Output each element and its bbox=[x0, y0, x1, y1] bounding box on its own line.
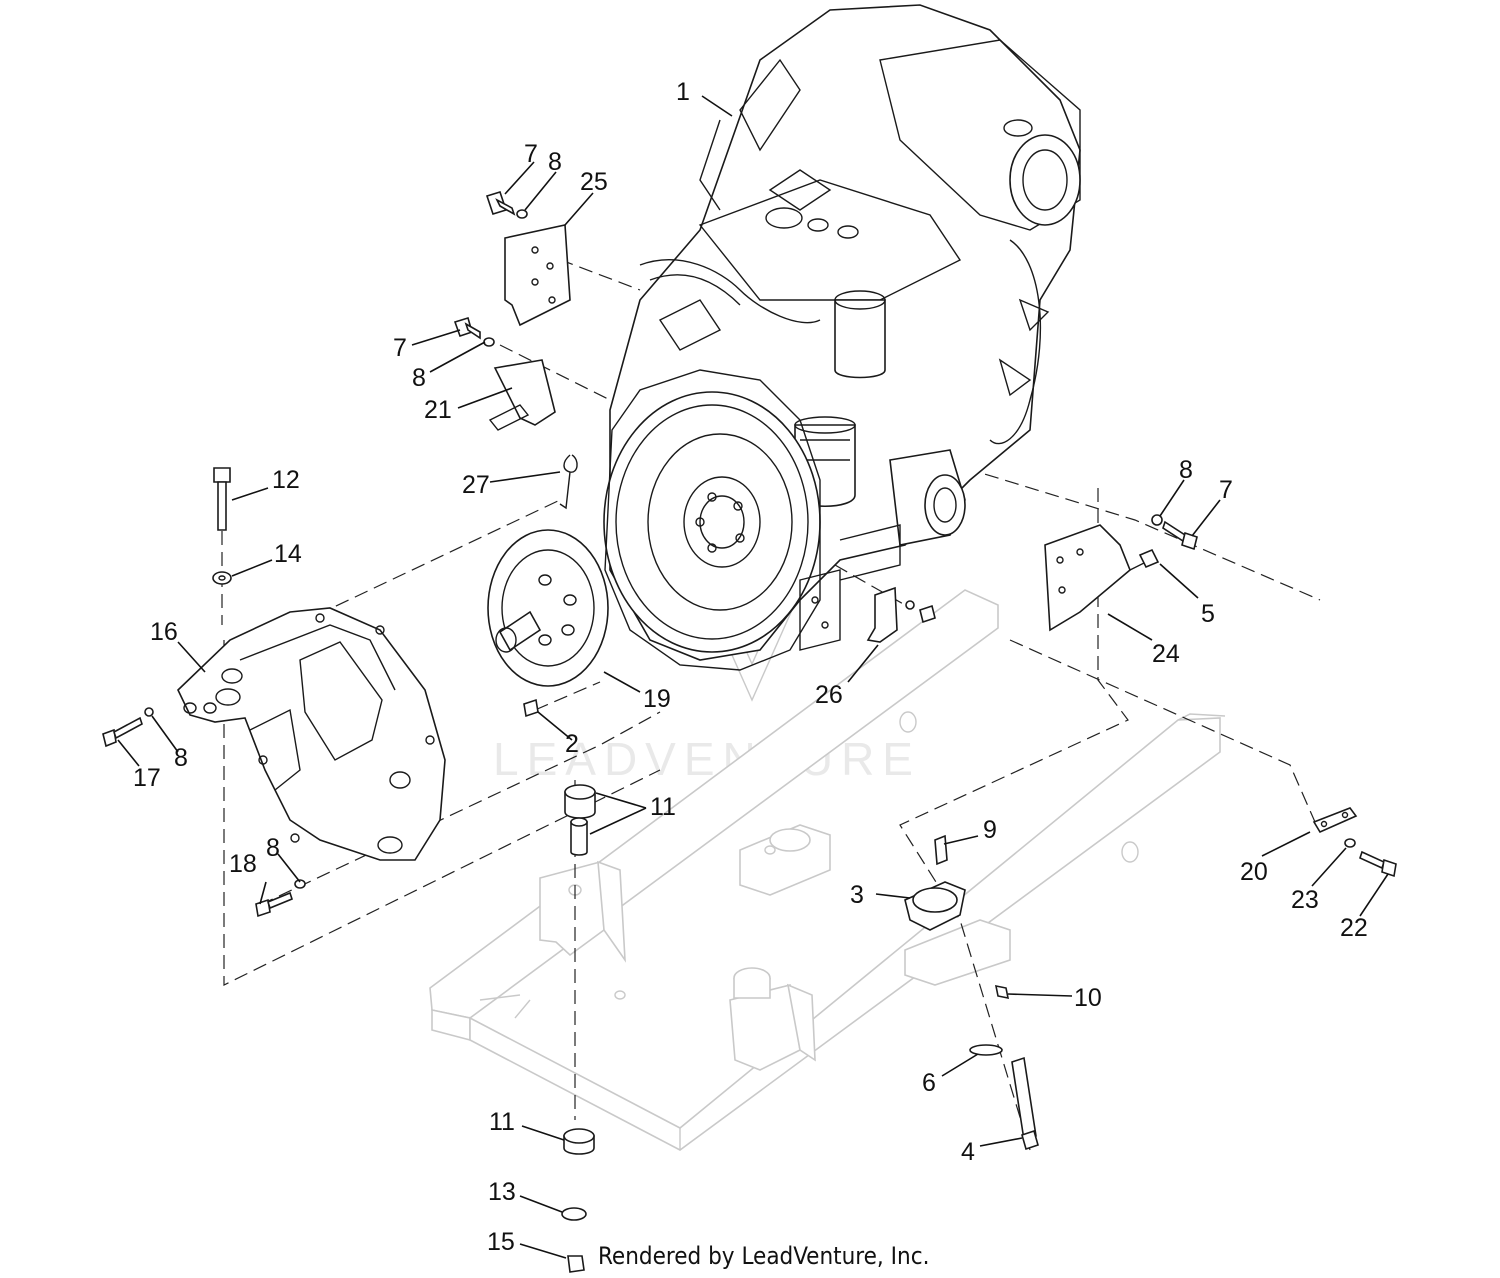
callout-19: 19 bbox=[643, 685, 671, 713]
chassis-frame bbox=[429, 589, 1226, 1151]
callout-12: 12 bbox=[272, 466, 300, 494]
callout-9: 9 bbox=[983, 816, 997, 844]
callout-labels: 1 7 8 25 7 8 21 12 27 14 16 19 2 17 8 11… bbox=[133, 78, 1368, 1256]
callout-7: 7 bbox=[393, 334, 407, 362]
isolator-11-lower bbox=[561, 1128, 595, 1273]
isolator-11-upper bbox=[564, 784, 596, 856]
callout-4: 4 bbox=[961, 1138, 975, 1166]
callout-15: 15 bbox=[487, 1228, 515, 1256]
callout-21: 21 bbox=[424, 396, 452, 424]
callout-24: 24 bbox=[1152, 640, 1180, 668]
callout-6: 6 bbox=[922, 1069, 936, 1097]
callout-27: 27 bbox=[462, 471, 490, 499]
render-credit: Rendered by LeadVenture, Inc. bbox=[598, 1242, 929, 1270]
bracket-25 bbox=[485, 191, 571, 327]
callout-17: 17 bbox=[133, 764, 161, 792]
callout-2: 2 bbox=[565, 730, 579, 758]
callout-8: 8 bbox=[1179, 456, 1193, 484]
callout-8: 8 bbox=[548, 148, 562, 176]
callout-26: 26 bbox=[815, 681, 843, 709]
bracket-21 bbox=[453, 316, 578, 510]
callout-7: 7 bbox=[524, 140, 538, 168]
damper-plate-19 bbox=[487, 529, 609, 718]
callout-8: 8 bbox=[174, 744, 188, 772]
callout-11: 11 bbox=[489, 1108, 515, 1136]
bell-housing-16 bbox=[102, 607, 446, 918]
leader-lines bbox=[117, 95, 1389, 1259]
callout-3: 3 bbox=[850, 881, 864, 909]
callout-5: 5 bbox=[1201, 600, 1215, 628]
callout-13: 13 bbox=[488, 1178, 516, 1206]
callout-20: 20 bbox=[1240, 858, 1268, 886]
assembly-lines bbox=[221, 251, 1321, 1151]
mount-3 bbox=[904, 834, 1039, 1151]
bolt-12 bbox=[212, 467, 232, 585]
callout-22: 22 bbox=[1340, 914, 1368, 942]
callout-7: 7 bbox=[1219, 476, 1233, 504]
engine-assembly bbox=[603, 4, 1081, 671]
watermark-text: LEADVENTURE bbox=[493, 733, 921, 785]
callout-11: 11 bbox=[650, 793, 676, 821]
callout-1: 1 bbox=[676, 78, 690, 106]
bracket-24 bbox=[1044, 514, 1198, 632]
callout-8: 8 bbox=[412, 364, 426, 392]
bracket-26 bbox=[866, 586, 936, 643]
callout-10: 10 bbox=[1074, 984, 1102, 1012]
callout-25: 25 bbox=[580, 168, 608, 196]
callout-14: 14 bbox=[274, 540, 302, 568]
plate-20 bbox=[1312, 807, 1397, 878]
callout-18: 18 bbox=[229, 850, 257, 878]
callout-8: 8 bbox=[266, 834, 280, 862]
callout-16: 16 bbox=[150, 618, 178, 646]
callout-23: 23 bbox=[1291, 886, 1319, 914]
